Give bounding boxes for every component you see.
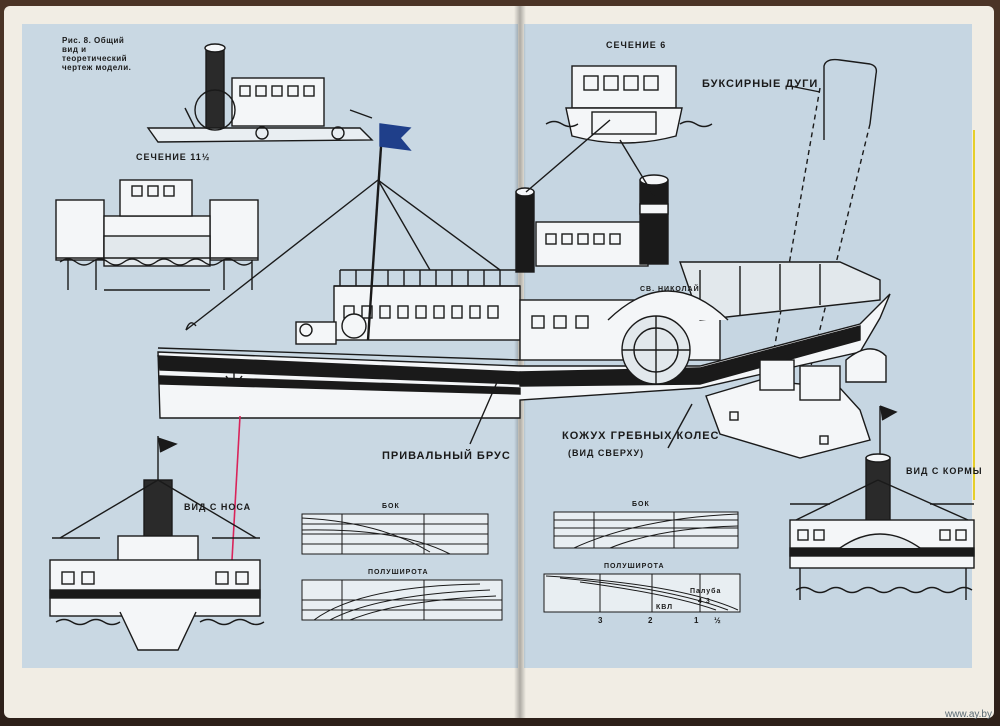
- side-left-label: БОК: [382, 503, 400, 510]
- general-view-sketch: [146, 43, 374, 143]
- paddle-box-label: КОЖУХ ГРЕБНЫХ КОЛЕС: [562, 430, 720, 442]
- page-gutter: [514, 6, 526, 718]
- ship-name-label: СВ. НИКОЛАЙ: [640, 286, 700, 293]
- deck-label: Палуба: [690, 588, 722, 595]
- station-half-label: ½: [714, 616, 722, 625]
- section-11-drawing: [55, 179, 259, 291]
- ship-flag: [379, 123, 412, 151]
- stern-view-label: ВИД С КОРМЫ: [906, 466, 983, 476]
- lines-plan-right: [543, 511, 741, 613]
- half-breadth-right-label: ПОЛУШИРОТА: [604, 563, 665, 570]
- num-43-label: 4 3: [698, 598, 711, 605]
- section-6-label: СЕЧЕНИЕ 6: [606, 40, 667, 50]
- stern-view-drawing: [789, 405, 975, 600]
- rubbing-strake-label: ПРИВАЛЬНЫЙ БРУС: [382, 450, 511, 462]
- section-6-drawing: [545, 65, 713, 144]
- paddle-box-top-view: [705, 348, 887, 459]
- half-breadth-left-label: ПОЛУШИРОТА: [368, 569, 429, 576]
- section-11-label: СЕЧЕНИЕ 11½: [136, 152, 211, 162]
- bow-view-label: ВИД С НОСА: [184, 502, 252, 512]
- side-right-label: БОК: [632, 501, 650, 508]
- bow-view-drawing: [49, 436, 265, 651]
- station-1-label: 1: [694, 616, 700, 625]
- main-ship-drawing: [157, 119, 891, 419]
- station-3-label: 3: [598, 616, 604, 625]
- paddle-box-sub-label: (ВИД СВЕРХУ): [568, 448, 645, 458]
- kvl-label: КВЛ: [656, 604, 674, 611]
- lines-plan-left: [301, 513, 503, 621]
- watermark: www.ay.by: [944, 709, 992, 720]
- figure-caption: Рис. 8. Общий вид и теоретический чертеж…: [62, 36, 132, 72]
- station-2-label: 2: [648, 616, 654, 625]
- tow-arcs-label: БУКСИРНЫЕ ДУГИ: [702, 78, 819, 90]
